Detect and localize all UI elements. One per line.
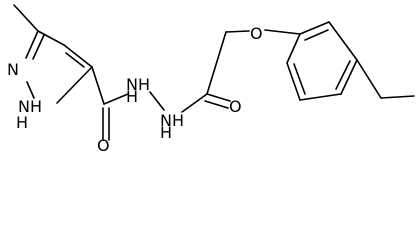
- bond-carbonyl2-o: [206, 93, 231, 102]
- bond-ethyl-ch3: [380, 95, 415, 99]
- chemical-structure-diagram: N NH H NH H NH H O O O: [7, 4, 415, 155]
- atom-label-pyrazole-h: H: [16, 113, 28, 132]
- bond-nh1-nh2: [149, 91, 165, 111]
- atom-label-carbonyl-o-2: O: [229, 97, 242, 116]
- bond-ar-4-5: [299, 93, 342, 101]
- bond-c5-carbonyl1: [91, 66, 105, 105]
- atom-label-hydrazide-h-1: H: [126, 87, 138, 106]
- bond-c4-c5-inner: [65, 52, 85, 68]
- bond-n1-c5: [56, 66, 93, 104]
- atom-label-carbonyl-o-1: O: [97, 136, 110, 155]
- bond-methyl-c3: [13, 4, 39, 32]
- bond-nh2-carbonyl2: [181, 93, 208, 113]
- bond-carbonyl1-nh1: [103, 93, 129, 105]
- atom-label-hydrazide-nh-2: NH: [160, 111, 184, 130]
- bond-carbonyl2-o-double: [204, 100, 229, 109]
- bond-oether-aryl: [264, 29, 301, 35]
- bond-ar-3-4: [340, 59, 358, 95]
- bond-ar-5-6-inner: [293, 63, 306, 95]
- atom-label-pyrazole-nh: NH: [18, 97, 42, 116]
- bond-ch2-oether: [225, 30, 250, 33]
- structure-canvas: N NH H NH H NH H O O O: [7, 4, 415, 155]
- bond-c4-c5: [63, 44, 93, 68]
- bond-c3-c4: [37, 30, 65, 46]
- bond-ar-1-2: [299, 21, 330, 35]
- bond-ar-6-1: [286, 33, 301, 64]
- atom-label-hydrazide-h-2: H: [160, 123, 172, 142]
- bond-n2-n1: [26, 81, 35, 99]
- bond-c3-n2: [25, 30, 39, 59]
- bond-ar-3-4-inner: [335, 60, 351, 90]
- atom-label-ether-o: O: [250, 24, 263, 43]
- bond-ar-5-6: [286, 62, 301, 101]
- atom-label-hydrazide-nh-1: NH: [126, 75, 150, 94]
- atom-label-pyrazole-n: N: [7, 60, 19, 79]
- bond-ar-2-3: [328, 21, 358, 61]
- bond-ar-1-2-inner: [304, 29, 329, 41]
- bond-c3-n2-inner: [32, 34, 45, 60]
- bond-carbonyl2-ch2: [206, 31, 227, 95]
- bond-ar-ethyl: [356, 59, 382, 99]
